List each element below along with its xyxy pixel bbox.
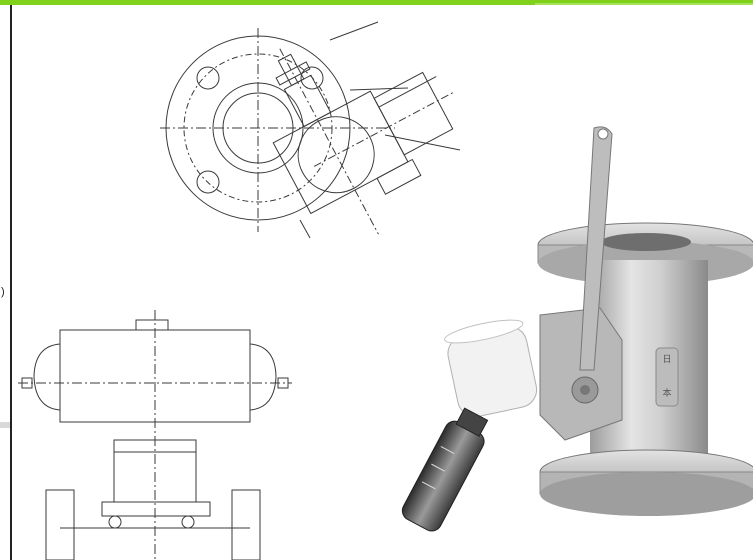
valve-cross-section-drawing xyxy=(160,21,461,239)
svg-text:日: 日 xyxy=(662,354,671,365)
left-margin-rule xyxy=(10,5,12,560)
top-accent-bar xyxy=(0,0,753,5)
sample-valve-photo: 日 本 xyxy=(401,126,753,532)
actuator-front-drawing xyxy=(18,310,292,560)
top-accent-bar-highlight xyxy=(535,3,753,5)
left-paren-fragment: ) xyxy=(1,286,5,298)
svg-text:本: 本 xyxy=(662,387,671,399)
left-gray-tab xyxy=(0,422,10,428)
